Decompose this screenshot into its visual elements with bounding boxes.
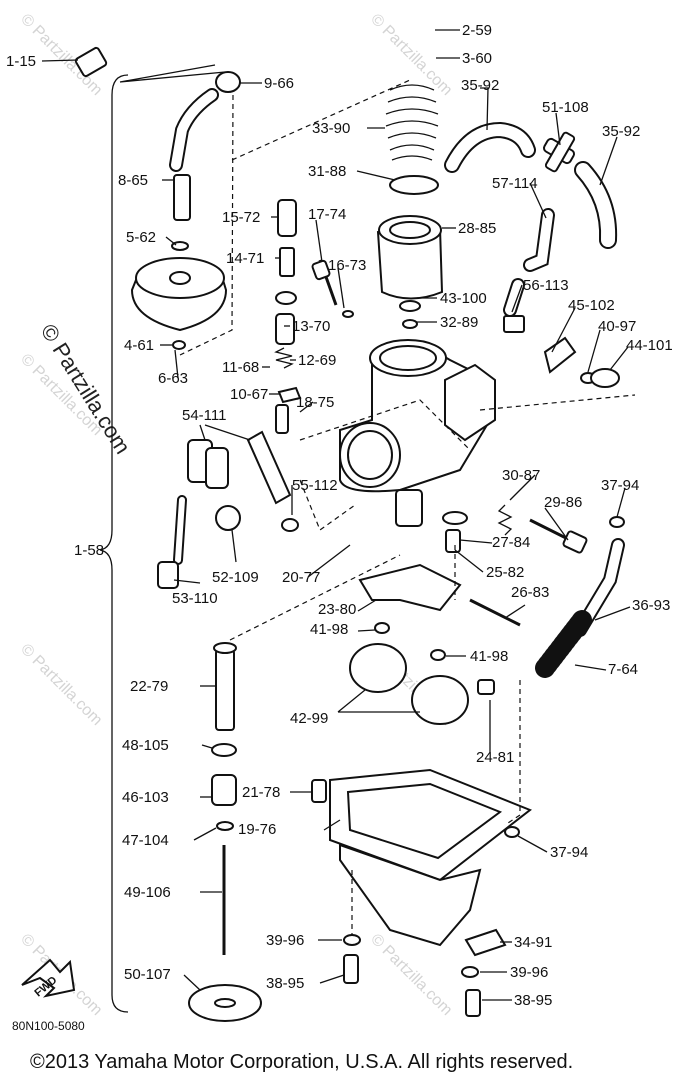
callout-label: 10-67 <box>230 386 268 403</box>
callout-label: 34-91 <box>514 934 552 951</box>
callout-label: 57-114 <box>492 175 538 192</box>
callout-label: 22-79 <box>130 678 168 695</box>
pilot-screw-part <box>311 259 354 318</box>
callout-label: 56-113 <box>523 277 569 294</box>
callout-label: 9-66 <box>264 75 294 92</box>
watermark-tile: © Partzilla.com <box>367 11 455 99</box>
callout-label: 23-80 <box>318 601 356 618</box>
mixing-chamber-cap <box>130 257 228 350</box>
callout-label: 43-100 <box>440 290 487 307</box>
callout-label: 14-71 <box>226 250 264 267</box>
cap-part <box>215 71 241 93</box>
callout-label: 15-72 <box>222 209 260 226</box>
callout-label: 4-61 <box>124 337 154 354</box>
callout-label: 8-65 <box>118 172 148 189</box>
callout-label: 17-74 <box>308 206 346 223</box>
drain-hose <box>535 538 625 678</box>
callout-label: 41-98 <box>310 621 348 638</box>
callout-label: 45-102 <box>568 297 615 314</box>
callout-label: 11-68 <box>222 359 259 376</box>
throttle-spring <box>385 84 439 161</box>
callout-label: 12-69 <box>298 352 336 369</box>
assembly-dashed-lines <box>179 79 636 935</box>
callout-label: 53-110 <box>172 590 218 607</box>
spring-seat-clip <box>389 175 439 195</box>
callout-label: 38-95 <box>266 975 304 992</box>
callout-label: 44-101 <box>626 337 673 354</box>
callout-label: 31-88 <box>308 163 346 180</box>
callout-label: 41-98 <box>470 648 508 665</box>
callout-label: 21-78 <box>242 784 280 801</box>
sleeve-part <box>74 46 108 78</box>
callout-label: 27-84 <box>492 534 530 551</box>
callout-label: 19-76 <box>238 821 276 838</box>
idle-screw-set <box>442 504 625 554</box>
callout-label: 33-90 <box>312 120 350 137</box>
callout-label: 47-104 <box>122 832 169 849</box>
callout-label: 5-62 <box>126 229 156 246</box>
leader-lines <box>41 29 631 1001</box>
callout-label: 35-92 <box>602 123 640 140</box>
callout-label: 7-64 <box>608 661 638 678</box>
callout-label: 37-94 <box>550 844 588 861</box>
vent-hose <box>169 88 219 251</box>
callout-label: 49-106 <box>124 884 171 901</box>
callout-label: 28-85 <box>458 220 496 237</box>
callout-label: 46-103 <box>122 789 169 806</box>
callout-label: 29-86 <box>544 494 582 511</box>
jet-stack <box>188 642 262 1022</box>
callout-label: 1-15 <box>6 53 36 70</box>
copyright-notice: ©2013 Yamaha Motor Corporation, U.S.A. A… <box>30 1051 573 1073</box>
callout-label: 30-87 <box>502 467 540 484</box>
watermark-tile: © Partzilla.com <box>367 931 455 1019</box>
callout-label: 52-109 <box>212 569 259 586</box>
callout-label: 32-89 <box>440 314 478 331</box>
throttle-slide-parts <box>274 199 302 434</box>
throttle-lever <box>157 430 299 589</box>
watermark-tile: © Partzilla.com <box>17 641 105 729</box>
rubber-boot <box>376 215 444 329</box>
callout-label: 25-82 <box>486 564 524 581</box>
callout-label: 40-97 <box>598 318 636 335</box>
callout-label: 39-96 <box>510 964 548 981</box>
diagram-code: 80N100-5080 <box>12 1019 85 1033</box>
overflow-hoses <box>444 121 618 333</box>
callout-label: 24-81 <box>476 749 514 766</box>
float-bowl <box>311 768 532 1017</box>
callout-label: 18-75 <box>296 394 334 411</box>
callout-label: 3-60 <box>462 50 492 67</box>
callout-label: 54-111 <box>182 407 226 424</box>
callout-label: 42-99 <box>290 710 328 727</box>
callout-label: 20-77 <box>282 569 320 586</box>
callout-label: 55-112 <box>292 477 338 494</box>
callout-label: 26-83 <box>511 584 549 601</box>
callout-label: 35-92 <box>461 77 499 94</box>
callout-label: 16-73 <box>328 257 366 274</box>
float-pair <box>349 643 495 725</box>
callout-labels: 2-59 3-60 1-15 9-66 35-92 51-108 35-92 3… <box>6 22 673 1009</box>
assembly-bracket <box>99 64 226 1013</box>
callout-label: 48-105 <box>122 737 169 754</box>
assembly-number-label: 1-58 <box>74 542 104 559</box>
callout-label: 51-108 <box>542 99 589 116</box>
callout-label: 6-63 <box>158 370 188 387</box>
callout-label: 37-94 <box>601 477 639 494</box>
parts-layer <box>74 46 625 1022</box>
elbow-fitting <box>543 336 620 388</box>
forward-arrow-badge: FWD <box>21 958 76 999</box>
carburetor-body <box>339 339 496 527</box>
cable-bracket <box>358 563 521 661</box>
callout-label: 39-96 <box>266 932 304 949</box>
callout-label: 13-70 <box>292 318 330 335</box>
callout-label: 36-93 <box>632 597 670 614</box>
callout-label: 2-59 <box>462 22 492 39</box>
callout-label: 50-107 <box>124 966 171 983</box>
callout-label: 38-95 <box>514 992 552 1009</box>
